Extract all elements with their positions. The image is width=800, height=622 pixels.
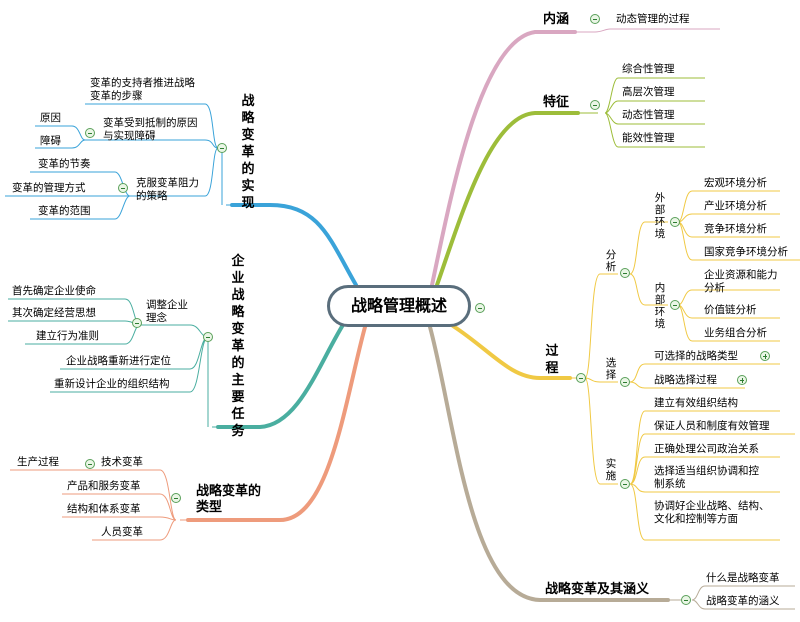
node-biange-jiezou[interactable]: 变革的节奏 [38,158,91,170]
node-renyuan-zhidu[interactable]: 保证人员和制度有效管理 [654,420,770,432]
node-chanye[interactable]: 产业环境分析 [704,200,767,212]
node-xietiao-fangmian[interactable]: 协调好企业战略、结构、文化和控制等方面 [654,500,770,525]
topic-biange-hanyi[interactable]: 战略变革及其涵义 [545,582,650,597]
node-jingying-sixiang[interactable]: 其次确定经营思想 [12,307,96,319]
node-yewu-zuhe[interactable]: 业务组合分析 [704,327,767,339]
expand-icon[interactable] [760,351,770,361]
node-zhangai[interactable]: 障碍 [40,135,61,147]
node-hongguan[interactable]: 宏观环境分析 [704,177,767,189]
node-dongtai-guanli[interactable]: 动态管理的过程 [616,13,690,25]
node-tezheng-3[interactable]: 动态性管理 [622,109,675,121]
node-kexuanze-leixing[interactable]: 可选择的战略类型 [654,350,738,362]
collapse-icon[interactable] [670,300,680,310]
node-jingzheng[interactable]: 竞争环境分析 [704,223,767,235]
collapse-icon[interactable] [85,128,95,138]
root-topic[interactable]: 战略管理概述 [327,285,471,327]
collapse-icon[interactable] [132,318,142,328]
collapse-icon[interactable] [118,183,128,193]
node-tiaozheng-linian[interactable]: 调整企业理念 [146,299,188,324]
node-shishi[interactable]: 实施 [605,458,617,482]
node-xuanze-guocheng[interactable]: 战略选择过程 [654,374,717,386]
topic-zhuyao-renwu[interactable]: 企业战略变革的主要任务 [231,254,245,439]
node-biange-hanyi[interactable]: 战略变革的涵义 [706,595,780,607]
node-tezheng-2[interactable]: 高层次管理 [622,86,675,98]
node-biange-fanwei[interactable]: 变革的范围 [38,205,91,217]
node-tezheng-1[interactable]: 综合性管理 [622,63,675,75]
collapse-icon[interactable] [620,479,630,489]
node-shengchan-guocheng[interactable]: 生产过程 [17,456,59,468]
node-jiazhilian[interactable]: 价值链分析 [704,304,757,316]
collapse-icon[interactable] [576,373,586,383]
collapse-icon[interactable] [620,268,630,278]
topic-guocheng[interactable]: 过程 [545,344,559,376]
node-kefu-celue[interactable]: 克服变革阻力的策略 [136,177,199,202]
collapse-icon[interactable] [590,100,600,110]
node-biange-guanli-fangshi[interactable]: 变革的管理方式 [12,182,86,194]
node-xuanze[interactable]: 选择 [605,357,617,381]
node-shenme-biange[interactable]: 什么是战略变革 [706,572,780,584]
topic-neihan[interactable]: 内涵 [543,12,570,27]
node-ziyuan-nengli[interactable]: 企业资源和能力分析 [704,269,778,294]
node-dizhi-yuanyin[interactable]: 变革受到抵制的原因与实现障碍 [103,117,198,142]
node-zuzhi-jiegou-sheji[interactable]: 重新设计企业的组织结构 [54,378,170,390]
node-zhengzhi-guanxi[interactable]: 正确处理公司政治关系 [654,443,759,455]
node-tezheng-4[interactable]: 能效性管理 [622,132,675,144]
node-waibu-huanjing[interactable]: 外部环境 [654,192,666,240]
collapse-icon[interactable] [203,332,213,342]
node-jiegou-tixi[interactable]: 结构和体系变革 [67,503,141,515]
topic-biange-leixing[interactable]: 战略变革的类型 [196,484,262,515]
expand-icon[interactable] [737,375,747,385]
collapse-icon[interactable] [590,14,600,24]
node-xietiao-kongzhi[interactable]: 选择适当组织协调和控制系统 [654,465,759,490]
node-renyuan-biange[interactable]: 人员变革 [101,526,143,538]
node-chongxin-dingwei[interactable]: 企业战略重新进行定位 [66,355,171,367]
node-tuijin-buzhou[interactable]: 变革的支持者推进战略变革的步骤 [90,77,195,102]
node-neibu-huanjing[interactable]: 内部环境 [654,282,666,330]
collapse-icon[interactable] [475,303,485,313]
node-xingwei-zhunze[interactable]: 建立行为准则 [36,330,99,342]
node-fenxi[interactable]: 分析 [605,249,617,273]
node-chanpin-fuwu[interactable]: 产品和服务变革 [67,480,141,492]
topic-tezheng[interactable]: 特征 [543,95,570,110]
node-zuzhi-jiegou[interactable]: 建立有效组织结构 [654,397,738,409]
node-guojia-jingzheng[interactable]: 国家竞争环境分析 [704,246,788,258]
collapse-icon[interactable] [217,143,227,153]
collapse-icon[interactable] [681,595,691,605]
node-yuanyin[interactable]: 原因 [40,112,61,124]
collapse-icon[interactable] [85,459,95,469]
collapse-icon[interactable] [670,217,680,227]
node-shiming[interactable]: 首先确定企业使命 [12,285,96,297]
node-jishu-biange[interactable]: 技术变革 [101,456,143,468]
collapse-icon[interactable] [171,493,181,503]
collapse-icon[interactable] [620,377,630,387]
topic-biange-shixian[interactable]: 战略变革的实现 [241,94,255,211]
